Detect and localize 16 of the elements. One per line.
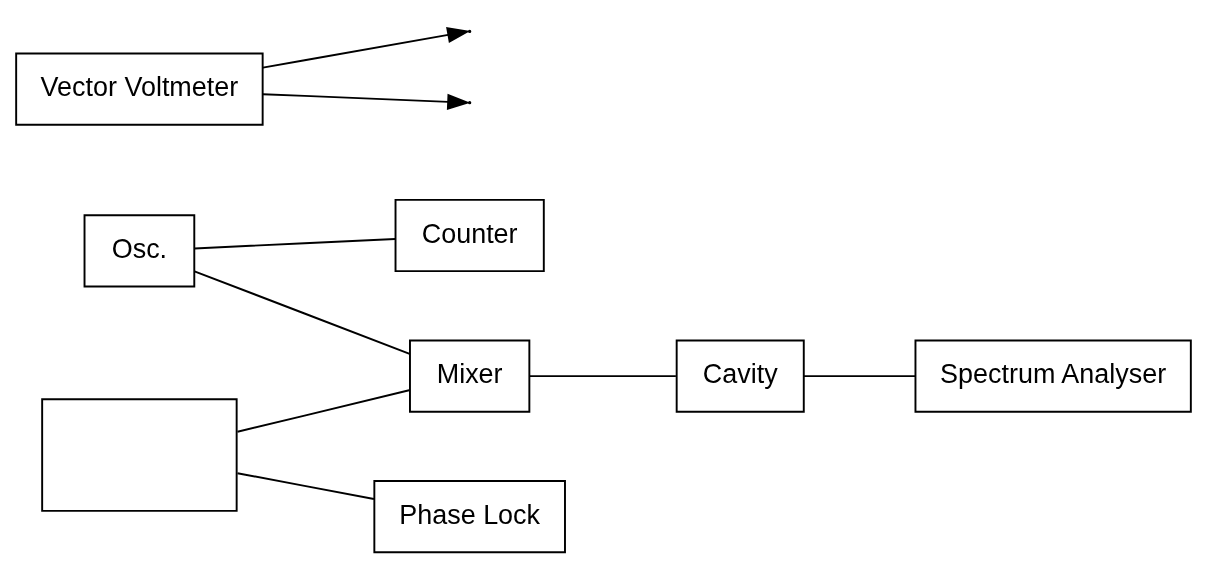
node-box: Phase Lock bbox=[373, 479, 566, 553]
node-box bbox=[41, 397, 238, 512]
connector bbox=[193, 237, 397, 249]
connector bbox=[193, 269, 411, 355]
connector bbox=[236, 471, 375, 500]
node-box: Counter bbox=[394, 198, 545, 272]
node-box: Mixer bbox=[409, 339, 531, 413]
connector bbox=[236, 388, 411, 433]
connector bbox=[528, 374, 677, 377]
node-box: Vector Voltmeter bbox=[15, 52, 264, 126]
node-box: Spectrum Analyser bbox=[914, 339, 1192, 413]
connector bbox=[803, 374, 917, 377]
arrow bbox=[261, 92, 471, 110]
node-box: Osc. bbox=[83, 213, 196, 287]
node-box: Cavity bbox=[675, 339, 805, 413]
arrow bbox=[261, 26, 471, 69]
